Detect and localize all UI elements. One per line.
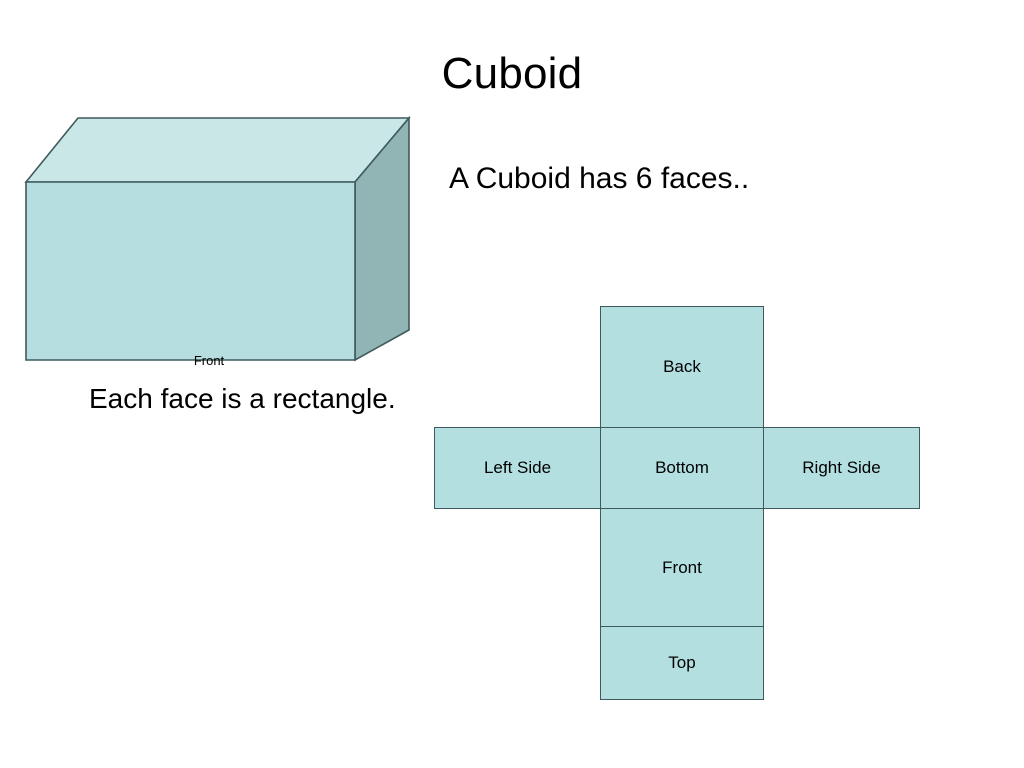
cuboid-net-diagram: Back Left Side Bottom Right Side Front T… <box>434 306 920 700</box>
net-cell-bottom: Bottom <box>600 427 764 509</box>
caption-text: Each face is a rectangle. <box>89 383 396 414</box>
net-cell-left-side: Left Side <box>434 427 601 509</box>
cuboid-top-face <box>24 117 411 183</box>
cuboid-front-face <box>25 181 356 361</box>
net-cell-top: Top <box>600 626 764 700</box>
cuboid-illustration: Front <box>14 105 424 380</box>
cuboid-shape-icon <box>24 115 411 362</box>
net-cell-right-side: Right Side <box>763 427 920 509</box>
headline-text: A Cuboid has 6 faces.. <box>449 162 750 195</box>
page-title: Cuboid <box>441 49 583 98</box>
net-cell-back: Back <box>600 306 764 428</box>
cuboid-front-face-label: Front <box>193 353 225 368</box>
net-cell-front: Front <box>600 508 764 627</box>
